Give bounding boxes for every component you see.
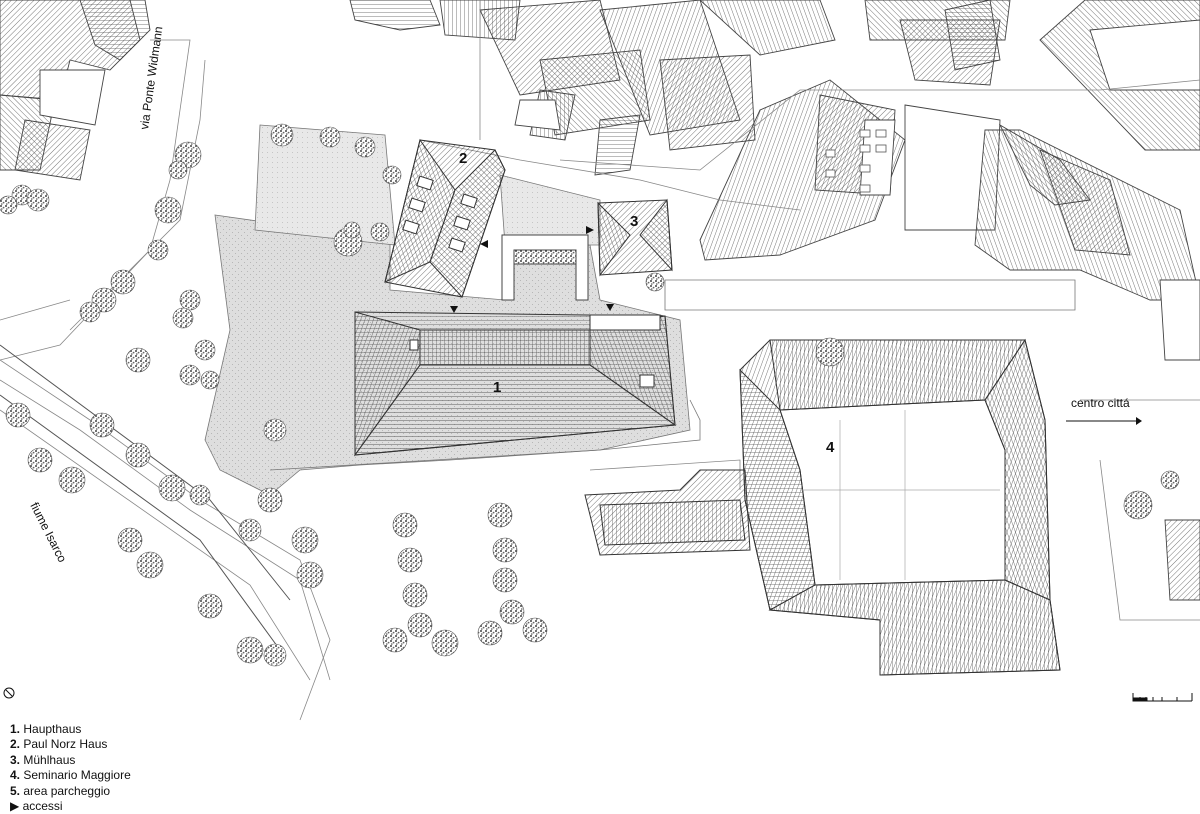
tree-icon — [492, 567, 518, 593]
tree-icon — [168, 160, 188, 180]
scale-bar-icon — [1132, 693, 1193, 702]
tree-icon — [270, 123, 294, 147]
tree-icon — [431, 629, 459, 657]
legend-item: ▶ accessi — [10, 799, 63, 814]
tree-icon — [238, 518, 262, 542]
legend-item: 2. Paul Norz Haus — [10, 737, 108, 752]
tree-icon — [257, 487, 283, 513]
tree-icon — [407, 612, 433, 638]
building-4-seminario-maggiore — [584, 338, 1061, 676]
tree-icon — [194, 339, 216, 361]
access-triangle-icon — [480, 240, 488, 248]
tree-icon — [296, 561, 324, 589]
tree-icon — [200, 370, 220, 390]
tree-icon — [89, 412, 115, 438]
street-label-via-ponte-widmann: via Ponte Widmann — [137, 25, 165, 130]
tree-icon — [382, 627, 408, 653]
tree-icon — [354, 136, 376, 158]
trees — [0, 123, 1180, 667]
tree-icon — [477, 620, 503, 646]
tree-icon — [189, 484, 211, 506]
skylights — [825, 129, 887, 193]
access-triangle-icon — [606, 304, 614, 311]
tree-icon — [236, 636, 264, 664]
building-1-haupthaus — [353, 311, 677, 457]
tree-icon — [487, 502, 513, 528]
tree-icon — [125, 347, 151, 373]
legend-item: 4. Seminario Maggiore — [10, 768, 131, 783]
tree-icon — [382, 165, 402, 185]
legend-item: 1. Haupthaus — [10, 722, 82, 736]
building-number-2: 2 — [459, 150, 467, 167]
tree-icon — [263, 418, 287, 442]
tree-icon — [179, 289, 201, 311]
tree-icon — [1160, 470, 1180, 490]
legend-item: 3. Mühlhaus — [10, 752, 76, 767]
access-triangle-icon — [450, 306, 458, 313]
tree-icon — [0, 195, 18, 215]
tree-icon — [492, 537, 518, 563]
north-arrow-icon — [3, 687, 15, 699]
tree-icon — [1123, 490, 1153, 520]
building-number-1: 1 — [493, 379, 501, 396]
building-number-3: 3 — [630, 213, 638, 230]
tree-icon — [499, 599, 525, 625]
courtyard-planter — [501, 234, 589, 301]
tree-icon — [110, 269, 136, 295]
tree-icon — [117, 527, 143, 553]
tree-icon — [319, 126, 341, 148]
tree-icon — [5, 402, 31, 428]
tree-icon — [79, 301, 101, 323]
tree-icon — [58, 466, 86, 494]
building-2-paul-norz-haus — [384, 138, 506, 298]
tree-icon — [343, 221, 361, 239]
tree-icon — [645, 272, 665, 292]
legend-item: 5. area parcheggio — [10, 783, 111, 798]
tree-icon — [158, 474, 186, 502]
tree-icon — [179, 364, 201, 386]
tree-icon — [522, 617, 548, 643]
direction-label-centro-citta: centro cittá — [1071, 396, 1130, 410]
arrow-right-icon — [1066, 417, 1142, 425]
tree-icon — [26, 188, 50, 212]
tree-icon — [402, 582, 428, 608]
tree-icon — [125, 442, 151, 468]
tree-icon — [154, 196, 182, 224]
tree-icon — [392, 512, 418, 538]
tree-icon — [136, 551, 164, 579]
tree-icon — [263, 643, 287, 667]
tree-icon — [291, 526, 319, 554]
access-triangle-icon — [586, 226, 594, 234]
tree-icon — [197, 593, 223, 619]
tree-icon — [815, 337, 845, 367]
access-markers — [450, 226, 614, 313]
building-3-muehlhaus — [597, 198, 673, 277]
tree-icon — [147, 239, 169, 261]
legend: 1. Haupthaus 2. Paul Norz Haus 3. Mühlha… — [10, 722, 131, 814]
tree-icon — [370, 222, 390, 242]
river-label-fiume-isarco: fiume Isarco — [27, 500, 69, 565]
river-bank — [0, 344, 291, 651]
tree-icon — [27, 447, 53, 473]
building-number-4: 4 — [826, 439, 835, 456]
surrounding-buildings — [0, 0, 1200, 601]
tree-icon — [397, 547, 423, 573]
tree-icon — [172, 307, 194, 329]
